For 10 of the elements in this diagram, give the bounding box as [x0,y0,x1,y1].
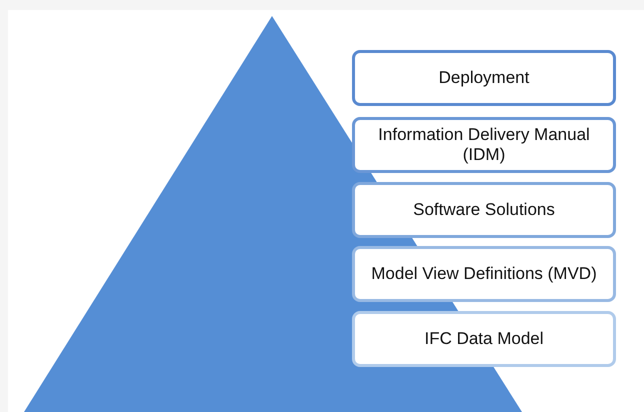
layer-box [352,311,616,367]
layer-box [352,50,616,106]
layer-label: IFC Data Model [424,329,544,349]
layer-box [352,246,616,302]
layer-label: Model View Definitions (MVD) [371,264,597,284]
layer-label: Software Solutions [413,200,555,220]
layer-label: Information Delivery Manual (IDM) [377,125,591,165]
layer-box [352,117,616,173]
layer-label: Deployment [438,68,530,88]
layer-box [352,182,616,238]
